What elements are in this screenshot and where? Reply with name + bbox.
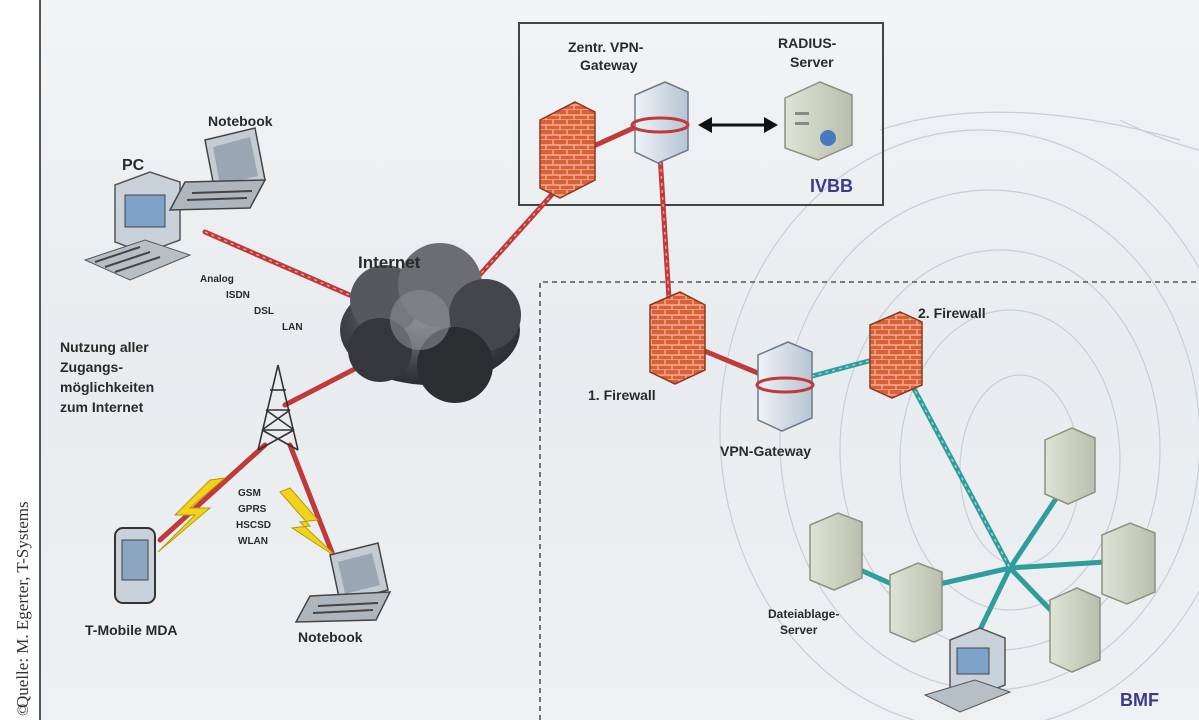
server-icon: [1044, 427, 1096, 505]
access-mobile-label-4: WLAN: [238, 536, 268, 547]
double-arrow-icon: [698, 117, 778, 133]
fileserver-label-2: Server: [780, 623, 818, 637]
access-wired-label-4: LAN: [282, 322, 303, 333]
access-note-line-1: Nutzung aller: [60, 339, 149, 355]
access-wired-label-1: Analog: [200, 274, 234, 285]
access-note-line-2: Zugangs-: [60, 359, 123, 375]
radius-server-icon: [784, 81, 853, 161]
access-mobile-label-2: GPRS: [238, 504, 267, 515]
server-icon: [1101, 522, 1156, 605]
antenna-tower-icon: [257, 364, 299, 451]
lightning-left-icon: [157, 477, 227, 553]
internet-label: Internet: [358, 253, 421, 272]
firewall-central-icon: [539, 101, 596, 199]
firewall-2-icon: [869, 311, 923, 399]
diagram-background: [40, 0, 1199, 720]
access-wired-label-2: ISDN: [226, 290, 250, 301]
fileserver-label-1: Dateiablage-: [768, 607, 839, 621]
notebook-top-icon: [168, 127, 267, 211]
notebook-bottom-icon: [294, 542, 392, 623]
radius-server-label-1: RADIUS-: [778, 35, 837, 51]
vpn-gateway-central-label-1: Zentr. VPN-: [568, 39, 644, 55]
access-mobile-label-3: HSCSD: [236, 520, 271, 531]
pc-label: PC: [122, 157, 145, 174]
internet-cloud-icon: [340, 243, 521, 403]
tmobile-mda-label: T-Mobile MDA: [85, 622, 178, 638]
firewall-1-label: 1. Firewall: [588, 387, 656, 403]
bmf-region: [539, 281, 1199, 720]
lightning-right-icon: [279, 487, 339, 559]
vpn-gateway-central-label-2: Gateway: [580, 57, 638, 73]
teal-link-highlights: [804, 357, 1011, 569]
access-mobile-label-1: GSM: [238, 488, 261, 499]
ivbb-region: [518, 22, 884, 206]
mda-device-icon: [114, 527, 156, 604]
vpn-gateway-label: VPN-Gateway: [720, 443, 811, 459]
firewall-1-icon: [649, 291, 706, 385]
firewall-2-label: 2. Firewall: [918, 305, 986, 321]
pc-icon: [83, 171, 192, 281]
access-wired-label-3: DSL: [254, 306, 274, 317]
radius-server-label-2: Server: [790, 54, 834, 70]
access-note-line-4: zum Internet: [60, 399, 144, 415]
vpn-gateway-central-icon: [630, 81, 690, 164]
notebook-bottom-label: Notebook: [298, 629, 363, 645]
credit-text: Quelle: M. Egerter, T-Systems: [13, 501, 32, 708]
server-icon: [889, 562, 943, 643]
copyright-icon: ©: [15, 704, 32, 716]
notebook-top-label: Notebook: [208, 113, 273, 129]
access-note-line-3: möglichkeiten: [60, 379, 154, 395]
bmf-label: BMF: [1120, 690, 1159, 710]
server-icon: [1049, 587, 1101, 673]
vpn-gateway-icon: [755, 341, 815, 432]
server-icon: [809, 512, 863, 591]
workstation-icon: [923, 627, 1012, 713]
ivbb-label: IVBB: [810, 176, 853, 196]
